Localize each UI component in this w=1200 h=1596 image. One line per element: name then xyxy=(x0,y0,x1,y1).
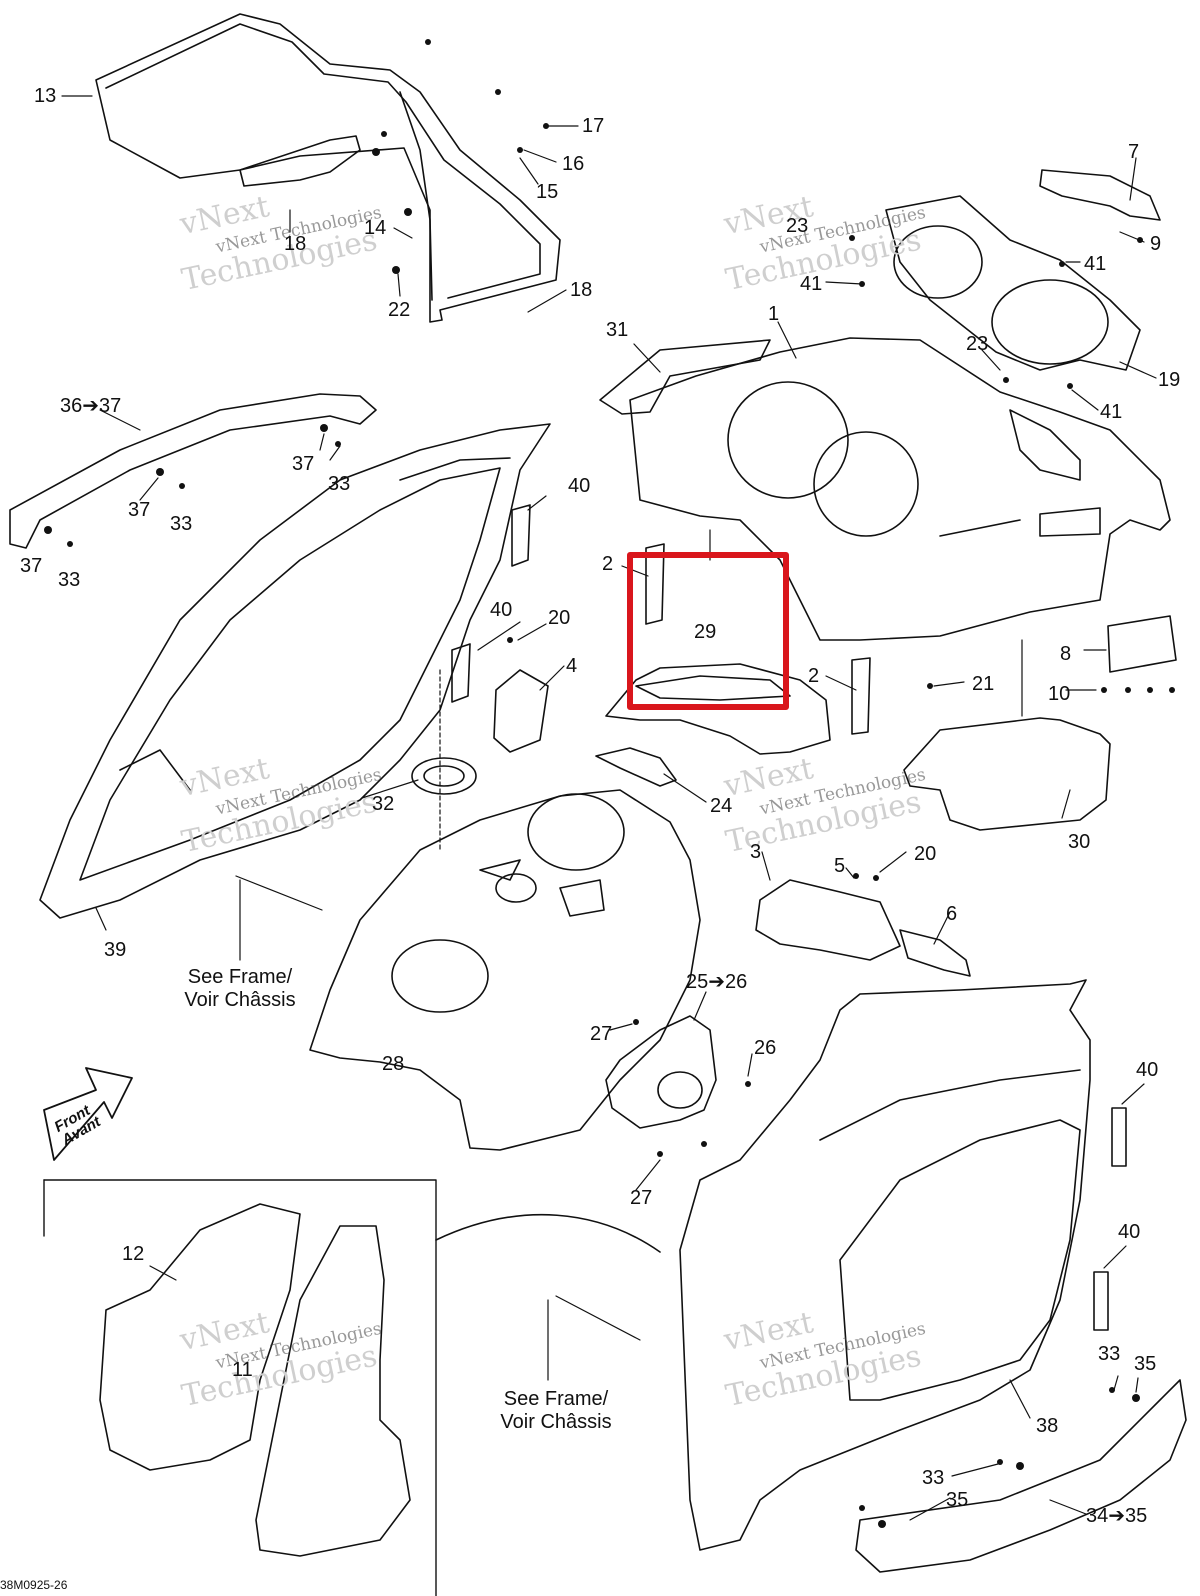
callout-29: 29 xyxy=(694,621,717,643)
part-11-panel xyxy=(255,1225,411,1557)
callout-20-bottom: 20 xyxy=(914,843,937,865)
callout-8: 8 xyxy=(1060,643,1072,665)
callout-17: 17 xyxy=(582,115,605,137)
part-30-cushion xyxy=(903,717,1111,831)
callout-25-26: 25➔26 xyxy=(686,971,748,993)
callout-15: 15 xyxy=(536,181,559,203)
callout-41-right: 41 xyxy=(1084,253,1107,275)
part-2-latch xyxy=(645,543,871,735)
callout-40-b: 40 xyxy=(490,599,513,621)
callout-20-top: 20 xyxy=(548,607,571,629)
callout-23-bottom: 23 xyxy=(966,333,989,355)
fasteners xyxy=(44,39,1175,1528)
part-12-panel xyxy=(99,1203,301,1471)
callout-14: 14 xyxy=(364,217,387,239)
callout-3: 3 xyxy=(750,841,762,863)
callout-41-bottom: 41 xyxy=(1100,401,1123,423)
callout-7: 7 xyxy=(1128,141,1140,163)
callout-26: 26 xyxy=(754,1037,777,1059)
callout-10: 10 xyxy=(1048,683,1071,705)
part-28-front-body xyxy=(309,789,701,1151)
callout-21: 21 xyxy=(972,673,995,695)
part-8-vent xyxy=(1107,615,1177,673)
part-40-trim-strips xyxy=(451,504,1127,1331)
part-32-ring xyxy=(411,757,477,795)
callout-27-bottom: 27 xyxy=(630,1187,653,1209)
callout-28: 28 xyxy=(382,1053,405,1075)
part-3-bracket xyxy=(755,879,971,977)
callout-4: 4 xyxy=(566,655,578,677)
callout-1: 1 xyxy=(768,303,780,325)
callout-27-top: 27 xyxy=(590,1023,613,1045)
callout-32: 32 xyxy=(372,793,395,815)
callout-33-a: 33 xyxy=(328,473,351,495)
part-38-side-panel xyxy=(679,979,1091,1551)
front-arrow xyxy=(43,1067,133,1161)
callout-38: 38 xyxy=(1036,1415,1059,1437)
part-24-trim xyxy=(595,747,677,787)
callout-12: 12 xyxy=(122,1243,145,1265)
callout-33-d: 33 xyxy=(1098,1343,1121,1365)
callout-6: 6 xyxy=(946,903,958,925)
leader-lines xyxy=(61,95,1157,1521)
callout-18-right: 18 xyxy=(570,279,593,301)
part-13-windshield xyxy=(95,13,561,323)
callout-22: 22 xyxy=(388,299,411,321)
callout-37-c: 37 xyxy=(20,555,43,577)
callout-31: 31 xyxy=(606,319,629,341)
callout-39: 39 xyxy=(104,939,127,961)
callout-30: 30 xyxy=(1068,831,1091,853)
callout-16: 16 xyxy=(562,153,585,175)
callout-35-b: 35 xyxy=(946,1489,969,1511)
callout-40-a: 40 xyxy=(568,475,591,497)
inset-box xyxy=(43,1179,661,1596)
part-34-grab-rail xyxy=(855,1379,1187,1573)
callout-24: 24 xyxy=(710,795,733,817)
callout-18-top: 18 xyxy=(284,233,307,255)
callout-33-b: 33 xyxy=(170,513,193,535)
callout-36-37: 36➔37 xyxy=(60,395,122,417)
callout-23-top: 23 xyxy=(786,215,809,237)
callout-41-left: 41 xyxy=(800,273,823,295)
callout-13: 13 xyxy=(34,85,57,107)
see-frame-note-left: See Frame/ Voir Châssis xyxy=(184,966,296,1011)
part-39-side-panel xyxy=(39,423,551,919)
part-29-storage-bin xyxy=(605,663,831,755)
part-36-grab-rail xyxy=(9,393,377,549)
part-4-bracket xyxy=(493,669,549,753)
callout-9: 9 xyxy=(1150,233,1162,255)
callout-19: 19 xyxy=(1158,369,1181,391)
callout-35-a: 35 xyxy=(1134,1353,1157,1375)
callout-33-c: 33 xyxy=(58,569,81,591)
callout-37-b: 37 xyxy=(128,499,151,521)
callout-33-e: 33 xyxy=(922,1467,945,1489)
callout-40-c: 40 xyxy=(1136,1059,1159,1081)
see-frame-note-bottom: See Frame/ Voir Châssis xyxy=(500,1388,612,1433)
callout-5: 5 xyxy=(834,855,846,877)
highlight-box-29 xyxy=(627,552,789,710)
callout-34-35: 34➔35 xyxy=(1086,1505,1148,1527)
callout-40-d: 40 xyxy=(1118,1221,1141,1243)
part-25-mechanism xyxy=(605,1015,717,1129)
callout-11: 11 xyxy=(232,1359,253,1381)
callout-2-left: 2 xyxy=(602,553,614,575)
diagram-code: 38M0925-26 xyxy=(0,1578,68,1592)
part-19-gauge-housing xyxy=(885,169,1161,371)
callout-37-a: 37 xyxy=(292,453,315,475)
callout-2-right: 2 xyxy=(808,665,820,687)
part-1-console xyxy=(599,337,1171,641)
